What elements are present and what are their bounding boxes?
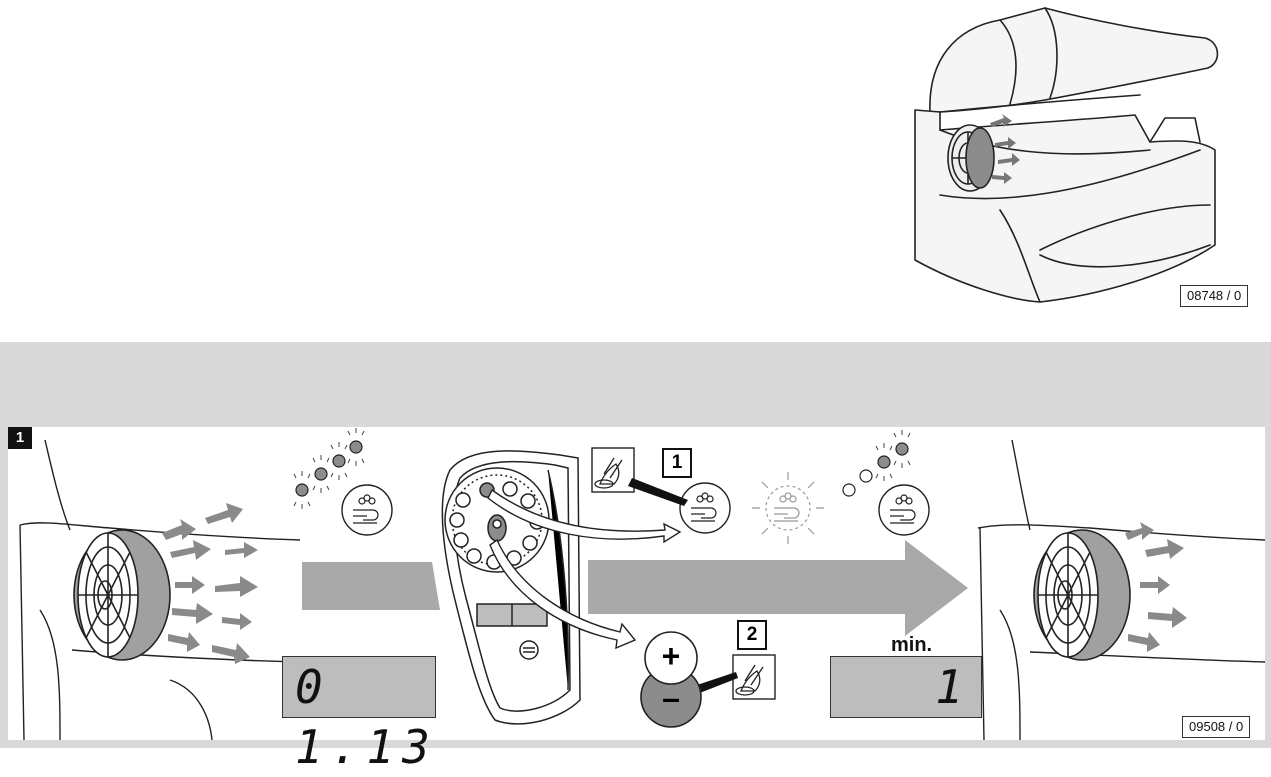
display-unit-label: min. [891, 634, 933, 656]
callout-1: 1 [662, 448, 692, 478]
fan-cooling-sequence-diagram [19, 428, 1266, 741]
top-figure-ref-code: 08748 / 0 [1180, 285, 1249, 307]
sunbed-illustration [914, 7, 1219, 303]
fan-cooling-icon [341, 482, 930, 536]
control-panel-icon [441, 450, 581, 725]
plus-minus-button-icon [640, 631, 702, 728]
flow-arrow-left-icon [302, 562, 440, 610]
step-badge: 1 [8, 427, 32, 449]
indicator-lamp-icon [295, 440, 363, 497]
fan-cooling-blinking-icon [752, 472, 824, 544]
fan-time-display-value: 1 [935, 660, 963, 714]
plus-symbol: + [661, 638, 681, 674]
countdown-display: 0 1.13 [282, 656, 436, 774]
bottom-figure-ref-code: 09508 / 0 [1182, 716, 1251, 738]
countdown-display-value: 0 1.13 [295, 660, 438, 774]
arrow-right-icon [588, 540, 968, 636]
minus-symbol: – [662, 680, 680, 716]
callout-2: 2 [737, 620, 767, 650]
fan-time-display: 1 [830, 656, 982, 718]
fan-icon [73, 529, 171, 661]
